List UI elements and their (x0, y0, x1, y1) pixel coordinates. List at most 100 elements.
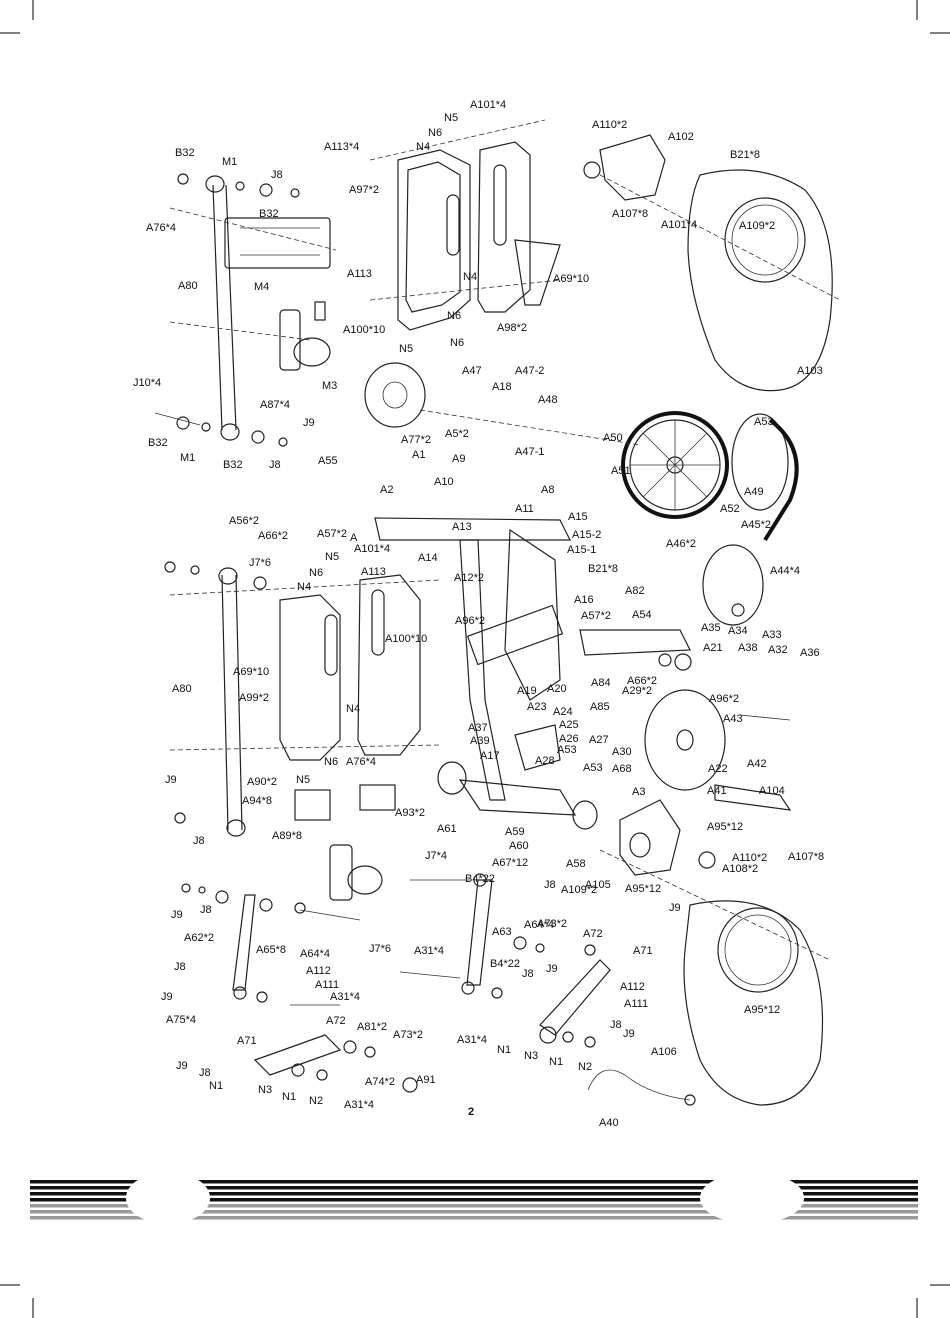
part-label: A8 (541, 484, 554, 496)
lower-handlebar-assembly (164, 561, 441, 901)
part-label: A27 (589, 734, 609, 746)
part-label: A111 (315, 979, 339, 991)
pedal-arm-assemblies (181, 873, 696, 1106)
part-label: A16 (574, 594, 594, 606)
part-label: A90*2 (247, 776, 277, 788)
part-label: A53 (754, 416, 774, 428)
part-label: N5 (399, 343, 413, 355)
part-label: N3 (524, 1050, 538, 1062)
part-label: A91 (416, 1074, 436, 1086)
part-label: N5 (325, 551, 339, 563)
part-label: A95*12 (625, 883, 661, 895)
upper-handlebar-assembly (154, 173, 337, 447)
part-label: A47-1 (515, 446, 544, 458)
part-label: A64*4 (300, 948, 330, 960)
part-label: A76*4 (346, 756, 376, 768)
part-label: A63 (492, 926, 512, 938)
footer-stripe (30, 1198, 918, 1202)
footer-stripe-band (30, 1176, 918, 1224)
part-label: A33 (762, 629, 782, 641)
part-label: A100*10 (385, 633, 427, 645)
part-label: A13 (452, 521, 472, 533)
part-label: A73*2 (537, 918, 567, 930)
part-label: M1 (180, 452, 195, 464)
part-label: A74*2 (365, 1076, 395, 1088)
part-label: A48 (538, 394, 558, 406)
part-label: B32 (223, 459, 243, 471)
part-label: A95*12 (744, 1004, 780, 1016)
part-label: A53 (557, 744, 577, 756)
part-label: A87*4 (260, 399, 290, 411)
part-label: A46*2 (666, 538, 696, 550)
part-label: A93*2 (395, 807, 425, 819)
part-label: B21*8 (588, 563, 618, 575)
part-label: J9 (623, 1028, 635, 1040)
part-label: A41 (707, 785, 727, 797)
part-label: A62*2 (184, 932, 214, 944)
part-label: A97*2 (349, 184, 379, 196)
part-label: N1 (497, 1044, 511, 1056)
part-label: A20 (547, 683, 567, 695)
part-label: A1 (412, 449, 425, 461)
part-label: A31*4 (344, 1099, 374, 1111)
part-label: N4 (297, 581, 311, 593)
part-label: A107*8 (788, 851, 824, 863)
part-label: A35 (701, 622, 721, 634)
part-label: A12*2 (454, 572, 484, 584)
part-label: A103 (797, 365, 823, 377)
footer-stripe (30, 1180, 918, 1184)
part-label: A10 (434, 476, 454, 488)
part-label: A73*2 (393, 1029, 423, 1041)
part-label: A69*10 (233, 666, 269, 678)
part-label: A19 (517, 685, 537, 697)
part-label: A45*2 (741, 519, 771, 531)
part-label: N3 (258, 1084, 272, 1096)
part-label: A75*4 (166, 1014, 196, 1026)
part-label: A80 (172, 683, 192, 695)
part-label: A101*4 (354, 543, 390, 555)
part-label: M1 (222, 156, 237, 168)
part-label: A53 (583, 762, 603, 774)
part-label: J8 (610, 1019, 622, 1031)
upper-side-covers (369, 119, 561, 331)
part-label: A113*4 (324, 141, 359, 153)
part-label: A18 (492, 381, 512, 393)
part-label: A34 (728, 625, 748, 637)
part-label: A15-1 (567, 544, 596, 556)
part-label: A30 (612, 746, 632, 758)
part-label: A54 (632, 609, 652, 621)
part-label: A37 (468, 722, 488, 734)
part-label: N2 (578, 1061, 592, 1073)
part-label: A44*4 (770, 565, 800, 577)
part-label: A24 (553, 706, 573, 718)
part-label: J7*4 (425, 850, 447, 862)
part-label: A85 (590, 701, 610, 713)
part-label: A51 (611, 465, 631, 477)
part-label: J7*6 (369, 943, 391, 955)
part-label: A104 (759, 785, 785, 797)
part-label: A107*8 (612, 208, 648, 220)
part-label: A109*2 (739, 220, 775, 232)
part-label: N1 (549, 1056, 563, 1068)
part-label: A3 (632, 786, 645, 798)
part-label: N5 (296, 774, 310, 786)
part-label: A38 (738, 642, 758, 654)
part-label: A57*2 (581, 610, 611, 622)
footer-stripe (30, 1210, 918, 1214)
part-label: A106 (651, 1046, 677, 1058)
part-label: A101*4 (470, 99, 506, 111)
part-label: A56*2 (229, 515, 259, 527)
part-label: A72 (326, 1015, 346, 1027)
part-label: A (350, 532, 358, 544)
part-label: A21 (703, 642, 723, 654)
part-label: A43 (723, 713, 743, 725)
part-label: A9 (452, 453, 465, 465)
part-label: J9 (161, 991, 173, 1003)
part-label: A61 (437, 823, 457, 835)
page-number: 2 (468, 1106, 475, 1118)
flywheel-assembly (579, 544, 792, 811)
main-frame (374, 517, 598, 830)
part-label: N5 (444, 112, 458, 124)
part-label: A28 (535, 755, 555, 767)
part-label: A71 (237, 1035, 257, 1047)
